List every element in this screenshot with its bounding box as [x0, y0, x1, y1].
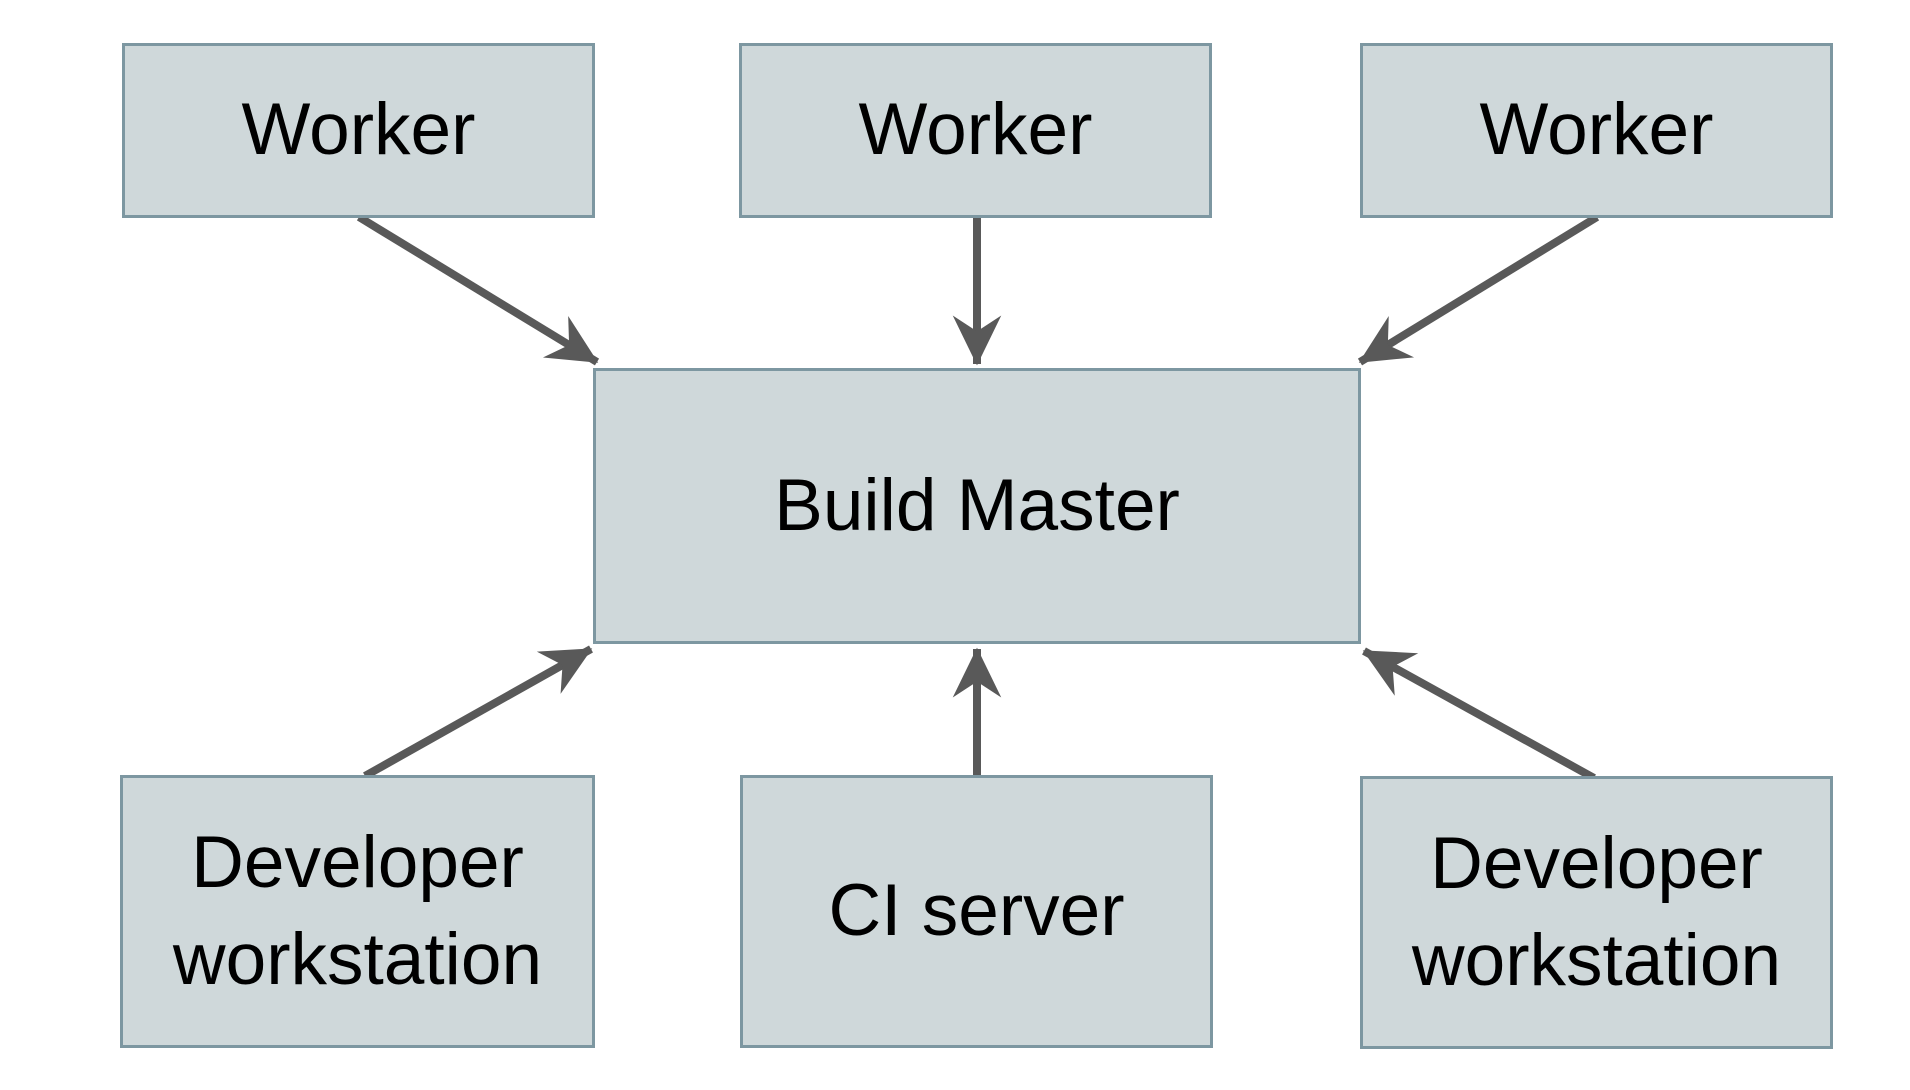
node-build-master-label: Build Master [774, 464, 1180, 546]
arrow-worker-3-to-build-master [1357, 213, 1600, 366]
arrow-worker-1-to-build-master [356, 213, 600, 366]
arrow-dev-right-to-build-master [1362, 647, 1596, 782]
node-developer-workstation-left: Developer workstation [120, 775, 595, 1048]
arrow-dev-left-to-build-master [363, 645, 593, 780]
node-developer-workstation-right: Developer workstation [1360, 776, 1833, 1049]
node-ci-server: CI server [740, 775, 1213, 1048]
node-worker-2: Worker [739, 43, 1212, 218]
node-worker-3-label: Worker [1479, 89, 1714, 171]
node-ci-server-label: CI server [828, 870, 1125, 952]
node-worker-3: Worker [1360, 43, 1833, 218]
node-developer-workstation-left-label: Developer workstation [172, 822, 543, 1000]
node-worker-1: Worker [122, 43, 595, 218]
node-worker-2-label: Worker [858, 89, 1093, 171]
node-build-master: Build Master [593, 368, 1361, 644]
node-developer-workstation-right-label: Developer workstation [1411, 823, 1782, 1001]
node-worker-1-label: Worker [241, 89, 476, 171]
